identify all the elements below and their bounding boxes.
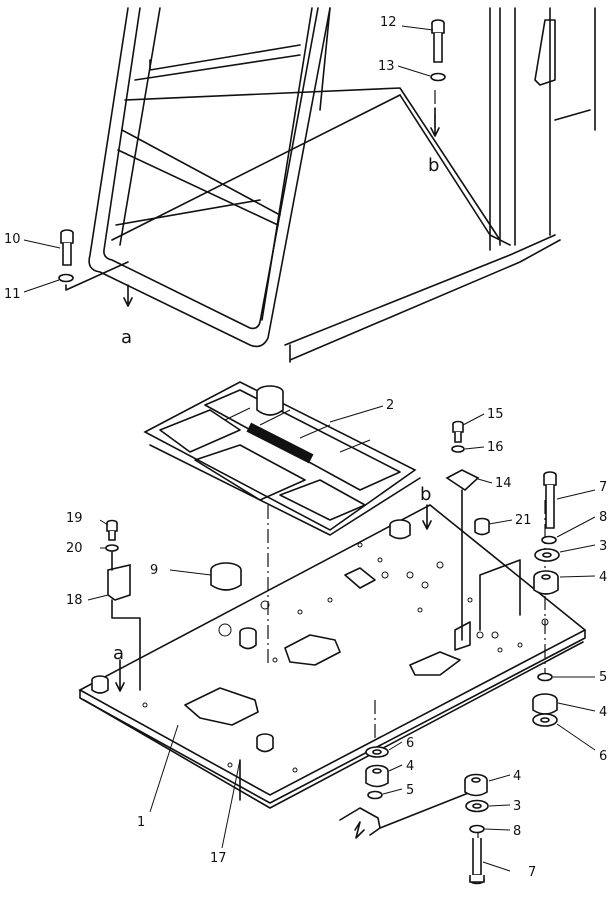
callout-4-mid: 4 bbox=[406, 759, 414, 774]
bolt-15 bbox=[452, 420, 464, 443]
callout-7-low: 7 bbox=[528, 865, 536, 880]
bolt-10 bbox=[60, 229, 74, 266]
cap-21 bbox=[474, 517, 490, 536]
ref-b-upper: b bbox=[428, 155, 439, 176]
rubber-4-low bbox=[464, 773, 488, 797]
bracket-18 bbox=[107, 563, 131, 601]
reference-letters: a a b b bbox=[113, 155, 439, 664]
rubber-4-mid bbox=[365, 764, 389, 788]
callout-4-top: 4 bbox=[599, 570, 607, 585]
callout-16: 16 bbox=[487, 440, 504, 455]
callout-18: 18 bbox=[66, 593, 83, 608]
leader-lines bbox=[23, 25, 596, 872]
callout-19: 19 bbox=[66, 511, 83, 526]
washer-8-top bbox=[541, 535, 557, 545]
callout-3-top: 3 bbox=[599, 539, 607, 554]
callout-labels: 1 2 3 3 4 4 4 4 5 5 6 6 7 7 8 8 9 10 11 … bbox=[4, 15, 607, 880]
rubber-4-top bbox=[533, 570, 559, 595]
plate-boss bbox=[91, 519, 411, 753]
washer-20 bbox=[105, 544, 119, 552]
callout-6-right: 6 bbox=[599, 749, 607, 764]
rubber-4-right bbox=[532, 693, 558, 715]
callout-14: 14 bbox=[495, 476, 512, 491]
oring-5-mid bbox=[367, 790, 383, 800]
ring-3-low bbox=[465, 799, 489, 813]
bolt-7-top bbox=[543, 471, 557, 529]
callout-13: 13 bbox=[378, 59, 395, 74]
oring-5-right bbox=[537, 672, 553, 682]
ring-6-mid bbox=[365, 746, 389, 758]
washer-11 bbox=[58, 273, 74, 283]
cab-frame bbox=[88, 7, 596, 363]
ring-6-right bbox=[532, 713, 558, 727]
ref-a-upper: a bbox=[121, 327, 132, 348]
callout-20: 20 bbox=[66, 541, 83, 556]
plug-9 bbox=[210, 562, 242, 591]
washer-13 bbox=[430, 72, 446, 82]
callout-15: 15 bbox=[487, 407, 504, 422]
floor-mat bbox=[143, 381, 421, 536]
bolt-7-low bbox=[469, 838, 485, 885]
callout-5-right: 5 bbox=[599, 670, 607, 685]
floor-plate bbox=[78, 504, 587, 809]
washer-16 bbox=[451, 445, 465, 453]
callout-4-right: 4 bbox=[599, 705, 607, 720]
callout-12: 12 bbox=[380, 15, 397, 30]
callout-17: 17 bbox=[210, 851, 227, 866]
callout-6-mid: 6 bbox=[406, 736, 414, 751]
bracket-14 bbox=[445, 469, 480, 492]
callout-21: 21 bbox=[515, 513, 532, 528]
callout-2: 2 bbox=[386, 398, 394, 413]
callout-1: 1 bbox=[137, 815, 145, 830]
callout-4-low: 4 bbox=[513, 769, 521, 784]
callout-8-top: 8 bbox=[599, 510, 607, 525]
ref-a-lower: a bbox=[113, 643, 124, 664]
callout-9: 9 bbox=[150, 563, 158, 578]
callout-10: 10 bbox=[4, 232, 21, 247]
callout-3-low: 3 bbox=[513, 799, 521, 814]
callout-5-mid: 5 bbox=[406, 783, 414, 798]
callout-8-low: 8 bbox=[513, 824, 521, 839]
ref-b-lower: b bbox=[420, 484, 431, 505]
callout-7-top: 7 bbox=[599, 480, 607, 495]
bolt-12 bbox=[431, 19, 445, 63]
bolt-19 bbox=[106, 519, 118, 541]
washer-8-low bbox=[469, 824, 485, 834]
callout-11: 11 bbox=[4, 287, 21, 302]
ring-3-top bbox=[534, 548, 560, 562]
